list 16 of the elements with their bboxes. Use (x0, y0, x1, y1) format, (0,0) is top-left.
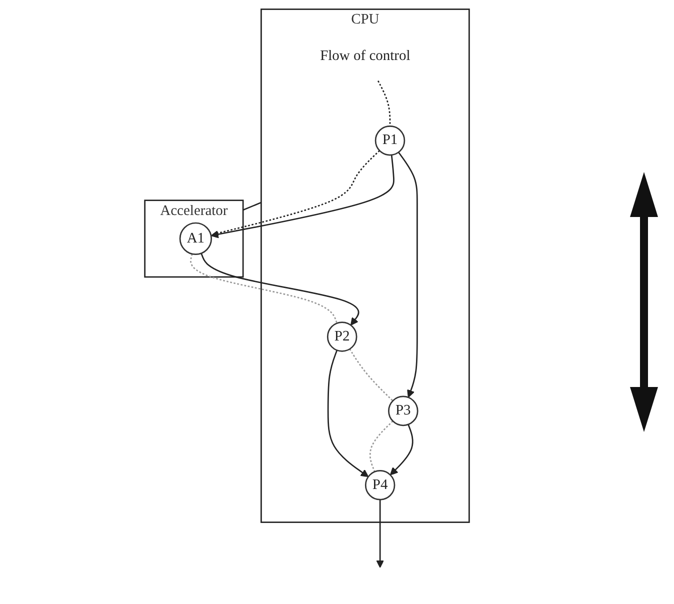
connector (349, 348, 394, 402)
arrow (327, 350, 369, 478)
connector (242, 202, 262, 211)
node-circle: A1 (179, 222, 212, 255)
node-circle: P1 (374, 125, 406, 156)
node-text: Flow of control (320, 48, 410, 64)
arrow (390, 424, 414, 476)
connector (369, 420, 394, 472)
node-circle: P4 (364, 470, 396, 500)
arrow (376, 500, 384, 568)
arrow (398, 152, 418, 398)
arrow (200, 253, 360, 326)
node-circle: P3 (388, 396, 418, 426)
connector (377, 80, 391, 126)
connector (190, 254, 338, 324)
node-circle: P2 (326, 322, 358, 352)
